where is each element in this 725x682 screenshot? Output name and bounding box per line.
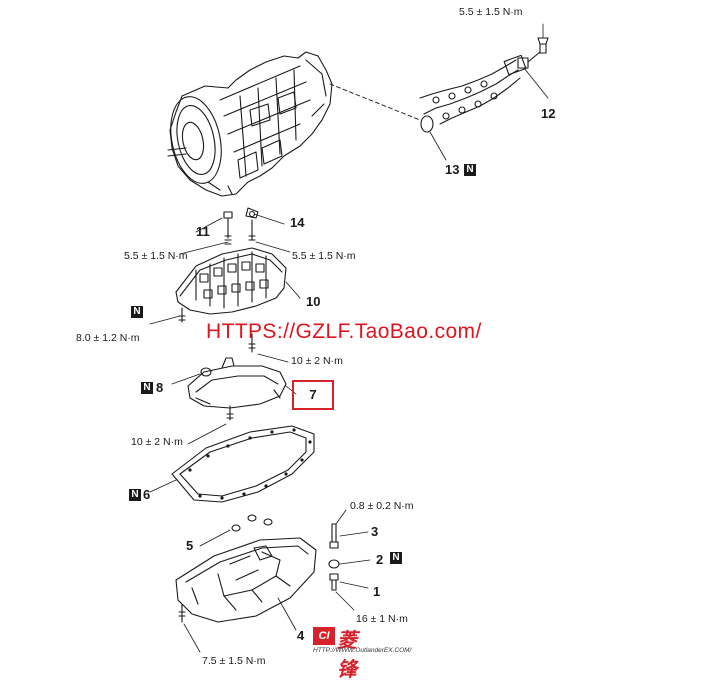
callout-2: 2 [376,552,384,567]
torque-label-11: 5.5 ± 1.5 N·m [124,250,188,262]
new-part-badge-6: N [129,489,141,501]
oil-strainer [187,357,297,445]
logo-mark-icon: CI [313,627,335,645]
transmission-assembly [167,51,333,197]
new-part-badge-valve-body-bolt: N [131,306,143,318]
callout-13: 13 [445,162,460,177]
callout-4: 4 [297,628,305,643]
drain-plugs [328,509,371,611]
o-ring-8 [200,367,212,377]
callout-8: 8 [156,380,164,395]
torque-label-1: 16 ± 1 N·m [356,613,408,625]
oil-pan-gasket [149,425,315,503]
wiring-harness [419,23,549,125]
callout-14: 14 [290,215,305,230]
torque-label-valve-body-left: 8.0 ± 1.2 N·m [76,332,140,344]
callout-6: 6 [143,487,151,502]
callout-7-highlighted: 7 [292,380,334,410]
new-part-badge-13: N [464,164,476,176]
callout-1: 1 [373,584,381,599]
valve-body [149,247,301,363]
oil-pan [175,537,317,653]
torque-label-14: 5.5 ± 1.5 N·m [292,250,356,262]
callout-11: 11 [196,224,210,239]
new-part-badge-2: N [390,552,402,564]
callout-12: 12 [541,106,556,121]
torque-label-strainer: 10 ± 2 N·m [131,436,183,448]
torque-label-valve-body-right: 10 ± 2 N·m [291,355,343,367]
logo-url: HTTP://WWW.OutlanderEX.COM/ [313,647,412,654]
callout-3: 3 [371,524,379,539]
callout-5: 5 [186,538,194,553]
solenoid-bolts [179,207,291,255]
callout-10: 10 [306,294,321,309]
torque-label-harness-bolt: 5.5 ± 1.5 N·m [459,6,523,18]
watermark-text: HTTPS://GZLF.TaoBao.com/ [206,320,482,343]
magnets [199,514,273,547]
o-ring-13 [420,115,434,133]
torque-label-4: 7.5 ± 1.5 N·m [202,655,266,667]
torque-label-3: 0.8 ± 0.2 N·m [350,500,414,512]
new-part-badge-8: N [141,382,153,394]
